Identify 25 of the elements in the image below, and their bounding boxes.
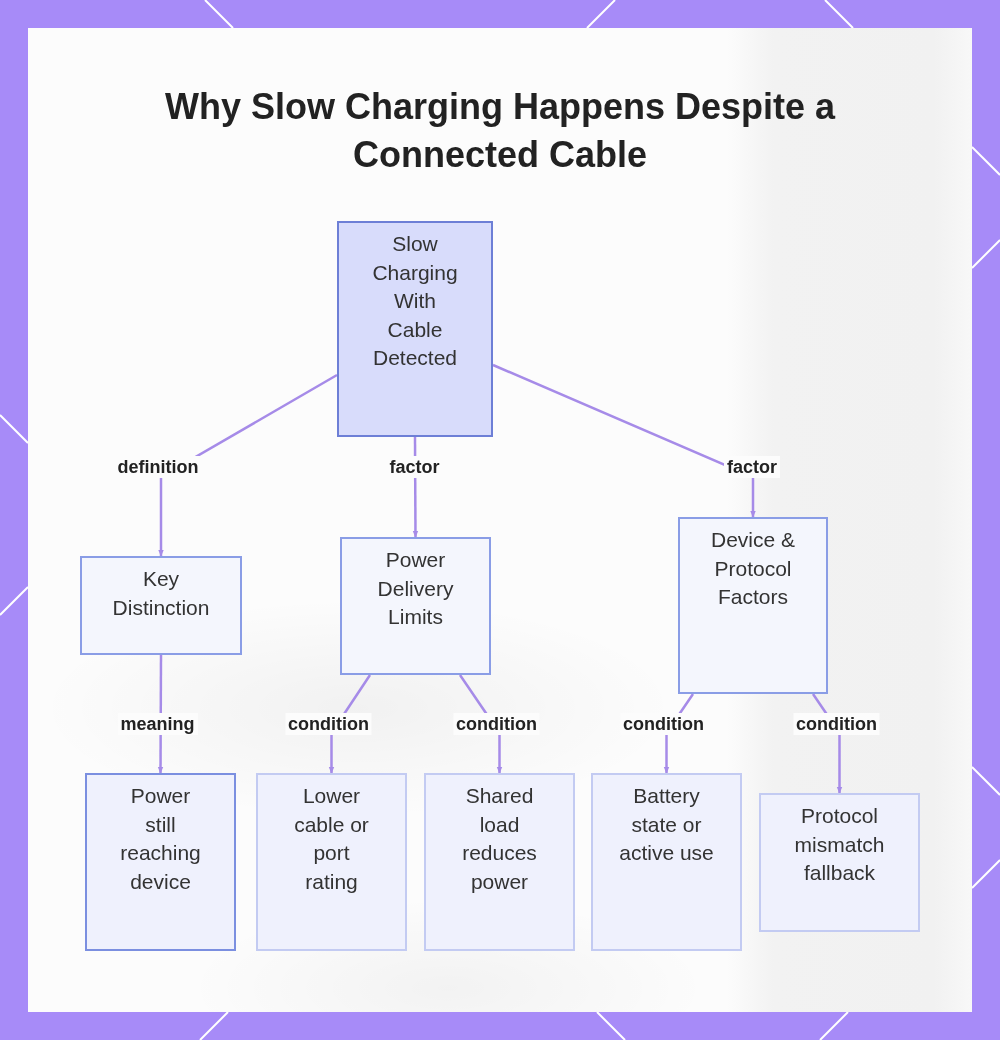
connector-arrow <box>492 363 756 518</box>
box-label: Key Distinction <box>111 566 211 621</box>
box-label: Protocol mismatch fallback <box>793 803 886 886</box>
edge-label: factor <box>386 456 443 478</box>
box-label: Slow Charging With Cable Detected <box>371 231 459 371</box>
box-label: Lower cable or port rating <box>293 783 370 895</box>
edge-label: condition <box>285 713 372 735</box>
detail-box <box>424 773 575 951</box>
detail-box <box>85 773 236 951</box>
edge-label: condition <box>453 713 540 735</box>
category-box <box>678 517 828 694</box>
category-box <box>80 556 242 655</box>
box-label: Device & Protocol Factors <box>710 527 796 610</box>
detail-box <box>759 793 920 932</box>
topic-box <box>337 221 493 437</box>
category-box <box>340 537 491 675</box>
box-label: Battery state or active use <box>618 783 715 866</box>
detail-box <box>591 773 742 951</box>
box-label: Shared load reduces power <box>461 783 538 895</box>
diagram-title: Why Slow Charging Happens Despite a Connected Cable <box>163 85 837 177</box>
box-label: Power still reaching device <box>119 783 202 895</box>
edge-label: factor <box>724 456 780 478</box>
detail-box <box>256 773 407 951</box>
edge-label: condition <box>793 713 880 735</box>
box-label: Power Delivery Limits <box>376 547 455 630</box>
